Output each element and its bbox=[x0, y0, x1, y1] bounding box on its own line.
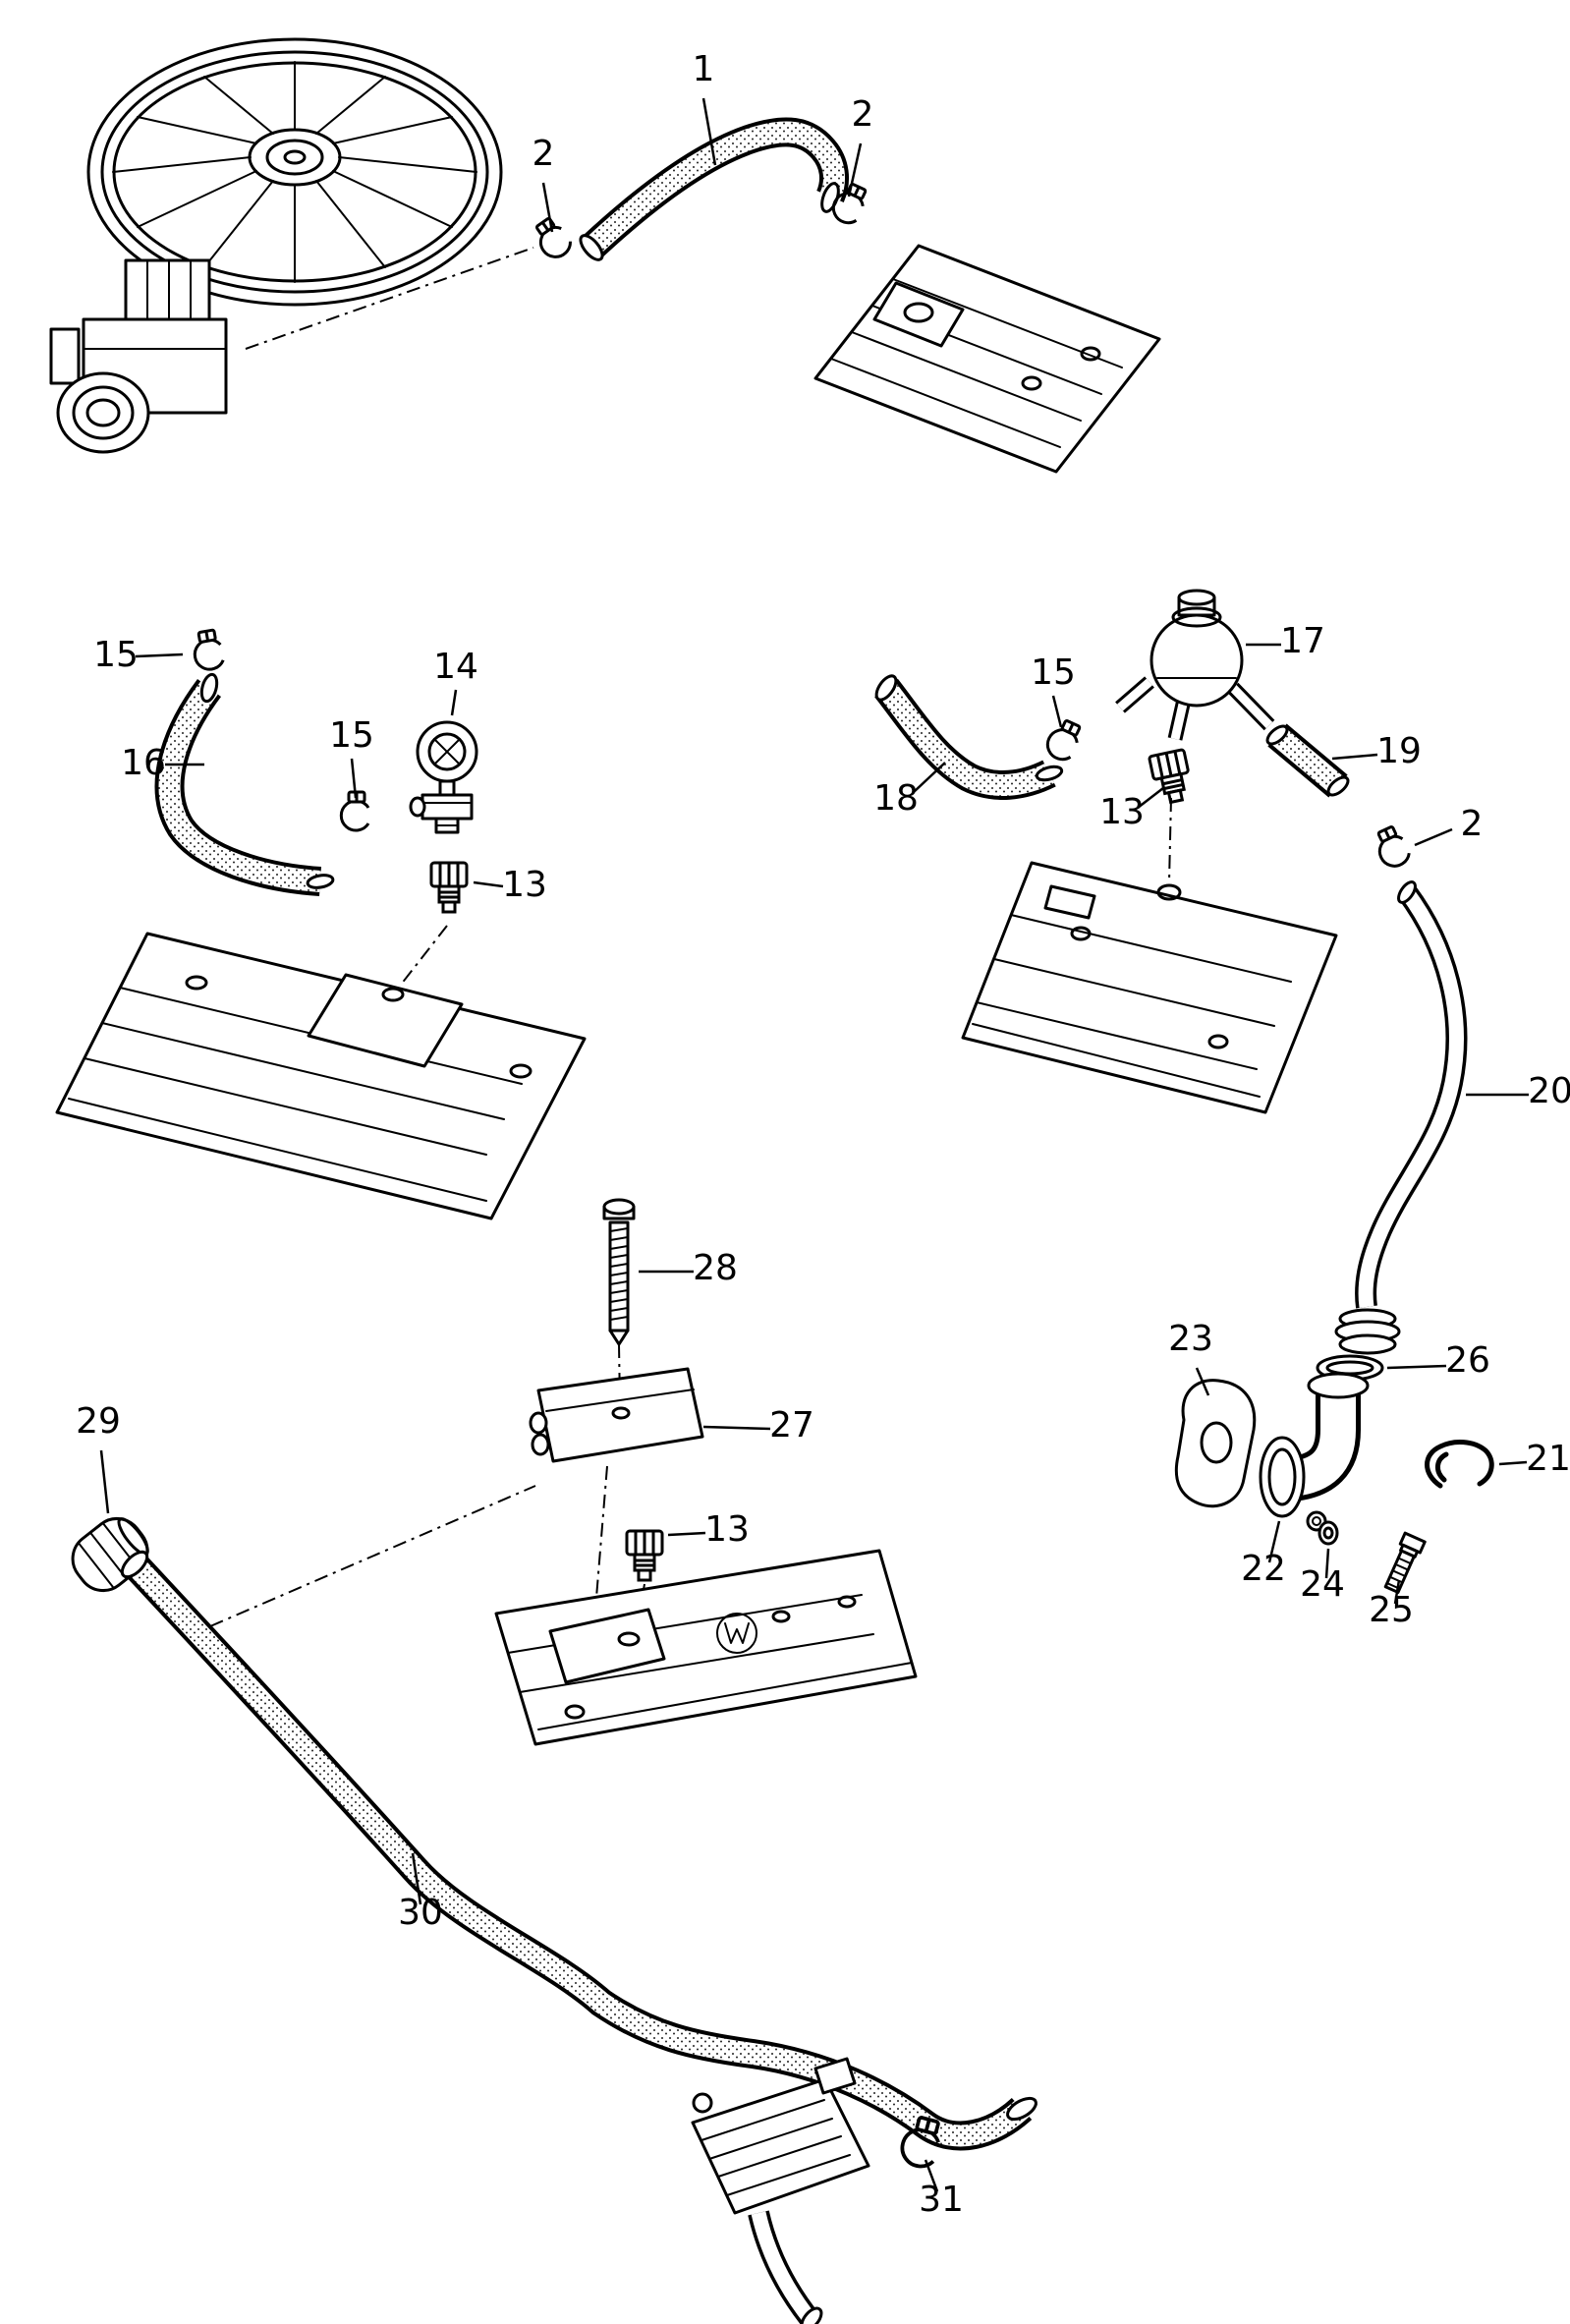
valve-cover-right bbox=[961, 861, 1338, 1114]
bolt-25 bbox=[1383, 1531, 1427, 1594]
callout-leader-18-8 bbox=[913, 762, 946, 793]
callout-29-24: 29 bbox=[76, 1401, 121, 1442]
callout-31-26: 31 bbox=[919, 2180, 964, 2220]
callout-leader-13-23 bbox=[667, 1531, 706, 1537]
callout-leader-31-26 bbox=[924, 2159, 939, 2192]
pressure-valve-17 bbox=[1115, 589, 1275, 741]
callout-leader-13-10 bbox=[1137, 787, 1164, 809]
callout-2-13: 2 bbox=[1461, 804, 1484, 844]
callout-leader-30-25 bbox=[411, 1852, 422, 1905]
bracket-27 bbox=[529, 1367, 704, 1463]
callout-20-14: 20 bbox=[1528, 1071, 1570, 1111]
callout-leader-25-20 bbox=[1393, 1579, 1401, 1605]
callout-14-6: 14 bbox=[433, 647, 478, 687]
callout-26-15: 26 bbox=[1445, 1340, 1490, 1381]
construction-line-top bbox=[245, 247, 534, 350]
callout-16-4: 16 bbox=[121, 743, 166, 783]
callout-leader-15-3 bbox=[135, 652, 184, 658]
callout-13-7: 13 bbox=[502, 865, 547, 905]
callout-leader-2-2 bbox=[847, 142, 863, 198]
hose-19 bbox=[1264, 723, 1351, 799]
callout-21-17: 21 bbox=[1526, 1439, 1570, 1479]
callout-leader-23-16 bbox=[1195, 1367, 1210, 1396]
valve-cover-bottom bbox=[494, 1549, 918, 1746]
callout-15-9: 15 bbox=[1031, 652, 1076, 693]
construction-line-13a bbox=[400, 925, 448, 986]
callout-18-8: 18 bbox=[873, 778, 919, 819]
callout-leader-24-19 bbox=[1324, 1548, 1330, 1579]
callout-leader-21-17 bbox=[1498, 1460, 1528, 1466]
callout-leader-26-15 bbox=[1386, 1364, 1447, 1370]
construction-line-30-27 bbox=[209, 1485, 536, 1627]
hose-16 bbox=[170, 672, 334, 890]
air-cleaner bbox=[86, 37, 503, 307]
callout-leader-27-22 bbox=[702, 1425, 771, 1431]
hose-20 bbox=[1366, 880, 1456, 1307]
callout-leader-2-1 bbox=[541, 182, 554, 233]
callout-leader-19-12 bbox=[1331, 753, 1378, 761]
callout-27-22: 27 bbox=[769, 1405, 814, 1445]
callout-leader-1-0 bbox=[701, 97, 717, 166]
callout-30-25: 30 bbox=[398, 1893, 443, 1933]
callout-15-5: 15 bbox=[329, 715, 374, 756]
pressure-valve-14 bbox=[409, 720, 478, 834]
pump-bottom bbox=[691, 2057, 870, 2324]
callout-leader-15-5 bbox=[350, 758, 358, 799]
callout-1-0: 1 bbox=[693, 49, 715, 89]
bellows-end bbox=[1334, 1308, 1401, 1355]
gasket-23 bbox=[1174, 1379, 1257, 1508]
hose-18 bbox=[872, 673, 1063, 785]
callout-leader-13-7 bbox=[473, 880, 504, 888]
callout-leader-22-18 bbox=[1267, 1520, 1281, 1563]
callout-leader-15-9 bbox=[1051, 695, 1063, 728]
clip-21 bbox=[1425, 1440, 1494, 1489]
callout-2-1: 2 bbox=[533, 134, 555, 174]
callout-13-10: 13 bbox=[1099, 792, 1145, 832]
callout-13-23: 13 bbox=[704, 1509, 750, 1550]
valve-cover-top bbox=[813, 244, 1161, 474]
elbow-22 bbox=[1259, 1372, 1370, 1532]
screw-28 bbox=[602, 1198, 636, 1346]
callout-leader-29-24 bbox=[99, 1449, 110, 1514]
hose-30 bbox=[118, 1548, 1037, 2135]
air-pump-assembly bbox=[49, 258, 228, 454]
callout-28-21: 28 bbox=[693, 1248, 738, 1288]
callout-19-12: 19 bbox=[1376, 731, 1422, 771]
air-cleaner-spokes bbox=[112, 61, 477, 283]
callout-15-3: 15 bbox=[93, 635, 139, 675]
callout-leader-2-13 bbox=[1414, 827, 1453, 847]
callout-leader-14-6 bbox=[450, 689, 458, 716]
callout-25-20: 25 bbox=[1369, 1590, 1414, 1630]
callout-22-18: 22 bbox=[1241, 1549, 1286, 1589]
valve-cover-left bbox=[55, 932, 587, 1220]
washer-24 bbox=[1318, 1520, 1339, 1546]
construction-line-27 bbox=[594, 1465, 608, 1611]
callout-24-19: 24 bbox=[1300, 1564, 1345, 1605]
callout-17-11: 17 bbox=[1280, 621, 1325, 661]
construction-line-13b bbox=[1168, 797, 1172, 883]
callout-23-16: 23 bbox=[1168, 1319, 1213, 1359]
callout-2-2: 2 bbox=[852, 94, 874, 135]
